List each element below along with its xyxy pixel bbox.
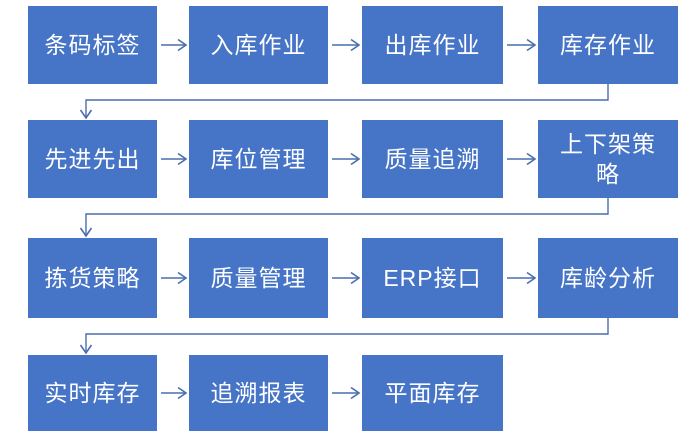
flow-node-label: 质量管理 <box>210 265 307 291</box>
flow-node-realtime-inventory: 实时库存 <box>28 355 157 431</box>
flow-node-picking-strategy: 拣货策略 <box>28 238 157 318</box>
flow-node-label: 库位管理 <box>210 146 307 172</box>
flow-node-outbound-operation: 出库作业 <box>362 6 503 84</box>
flow-node-erp-interface: ERP接口 <box>362 238 503 318</box>
flow-node-shelving-strategy: 上下架策 略 <box>538 120 678 198</box>
flow-node-quality-traceability: 质量追溯 <box>362 120 503 198</box>
flow-node-inbound-operation: 入库作业 <box>189 6 328 84</box>
flow-node-label: 追溯报表 <box>210 380 307 406</box>
flow-node-location-management: 库位管理 <box>189 120 328 198</box>
flow-node-label: 入库作业 <box>210 32 307 58</box>
flow-node-label: 出库作业 <box>384 32 481 58</box>
flow-node-label: 上下架策 略 <box>560 131 656 187</box>
flow-node-label: 库存作业 <box>560 32 656 58</box>
flow-node-quality-management: 质量管理 <box>189 238 328 318</box>
arrow-wrap-down-icon <box>79 84 609 120</box>
flow-node-label: 实时库存 <box>44 380 141 406</box>
flow-node-inventory-operation: 库存作业 <box>538 6 678 84</box>
flow-node-label: ERP接口 <box>383 265 482 291</box>
flow-node-label: 拣货策略 <box>44 265 141 291</box>
flow-node-label: 库龄分析 <box>560 265 656 291</box>
arrow-wrap-down-icon <box>79 198 609 238</box>
flow-node-first-in-first-out: 先进先出 <box>28 120 157 198</box>
flow-node-stock-age-analysis: 库龄分析 <box>538 238 678 318</box>
flow-node-traceability-report: 追溯报表 <box>189 355 328 431</box>
flow-node-barcode-label: 条码标签 <box>28 6 157 84</box>
flow-node-label: 先进先出 <box>44 146 141 172</box>
arrow-wrap-down-icon <box>79 318 609 355</box>
flow-node-label: 条码标签 <box>44 32 141 58</box>
flow-node-label: 平面库存 <box>384 380 481 406</box>
flow-node-label: 质量追溯 <box>384 146 481 172</box>
flow-node-floor-inventory: 平面库存 <box>362 355 503 431</box>
